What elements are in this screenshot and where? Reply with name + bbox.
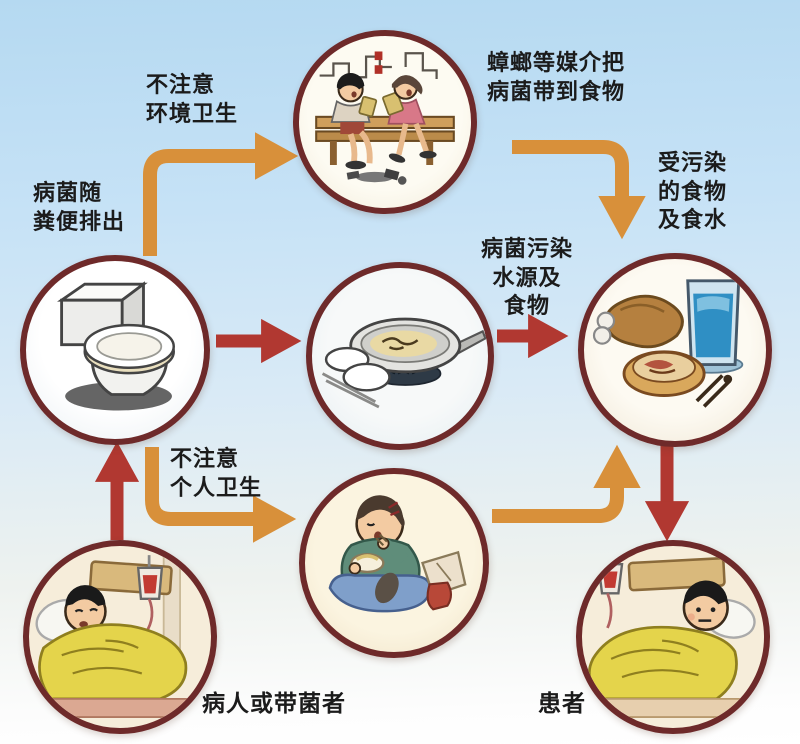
label-patient-or-carrier: 病人或带菌者 — [202, 691, 346, 717]
patient-hair — [683, 580, 728, 605]
bench-litter-icon — [315, 51, 455, 185]
toilet-circle — [20, 255, 210, 445]
noodles — [355, 554, 379, 561]
chopsticks — [375, 533, 388, 546]
blanket — [587, 625, 738, 701]
hand — [377, 537, 390, 550]
chopsticks — [321, 372, 380, 409]
arrow-eating-to-food — [492, 444, 641, 523]
hand — [348, 562, 362, 575]
label-germs-excreted: 病菌随 粪便排出 — [33, 181, 126, 235]
food-strands — [381, 337, 419, 351]
patient-mouth — [79, 621, 88, 628]
woman-snacking — [382, 75, 437, 163]
bench-seat — [315, 115, 455, 130]
food-water-icon — [592, 279, 744, 408]
arrow-bench-to-food — [512, 140, 646, 240]
iv-fluid — [142, 575, 158, 594]
anger-mark — [388, 501, 400, 517]
bench-litter-circle — [293, 30, 477, 214]
sauce-bottle — [426, 581, 453, 611]
blanket — [38, 623, 188, 701]
bench-rail — [315, 130, 455, 142]
arrow-toilet-to-bench — [143, 132, 299, 256]
iv-tube — [144, 598, 154, 635]
eating-person-icon — [328, 495, 467, 613]
cooking-pan-icon — [321, 317, 487, 409]
patient-eye — [696, 607, 701, 613]
patient-eye — [710, 607, 716, 613]
label-patient: 患者 — [538, 691, 586, 717]
spoon-head — [723, 374, 733, 384]
eater-hair — [356, 495, 405, 528]
water-highlight — [696, 296, 730, 312]
food-swirl — [649, 368, 676, 374]
sick-person-icon — [31, 546, 209, 718]
cooking-pan-circle — [306, 262, 494, 450]
toilet-icon — [57, 281, 175, 411]
foot — [375, 572, 399, 604]
blanket-folds — [61, 639, 143, 675]
label-germs-pollute-water-food: 病菌污染 水源及 食物 — [480, 237, 573, 320]
label-vectors-carry-germs: 蟑螂等媒介把 病菌带到食物 — [487, 51, 626, 105]
sick-person-circle — [23, 540, 217, 734]
toilet-lid-line — [96, 332, 163, 361]
bench-leg — [329, 140, 337, 165]
bowl — [342, 362, 391, 392]
label-environment-hygiene: 不注意 环境卫生 — [146, 73, 239, 127]
eater-eye — [366, 522, 376, 527]
patient-circle — [576, 540, 770, 734]
patient-eyes — [74, 608, 98, 613]
iv-tube — [606, 592, 613, 629]
chicken-sheen — [619, 303, 665, 313]
litter — [346, 168, 407, 185]
cutlery — [695, 374, 731, 408]
iv-fluid — [602, 571, 618, 588]
patient-icon — [584, 551, 762, 718]
blush — [687, 613, 695, 621]
food-water-circle — [578, 253, 772, 447]
bag-fold — [436, 562, 452, 582]
blanket-folds — [610, 639, 700, 679]
label-personal-hygiene: 不注意 个人卫生 — [170, 447, 263, 501]
building-window — [374, 65, 383, 74]
patient-hair — [65, 585, 106, 607]
label-contaminated-food-water: 受污染 的食物 及食水 — [658, 151, 728, 234]
chicken-bone — [592, 326, 612, 345]
man-snacking — [330, 72, 378, 170]
arrow-toilet-to-eating — [145, 447, 297, 543]
building-window — [374, 51, 383, 61]
eating-person-circle — [299, 468, 489, 658]
meat-pieces — [644, 360, 674, 370]
